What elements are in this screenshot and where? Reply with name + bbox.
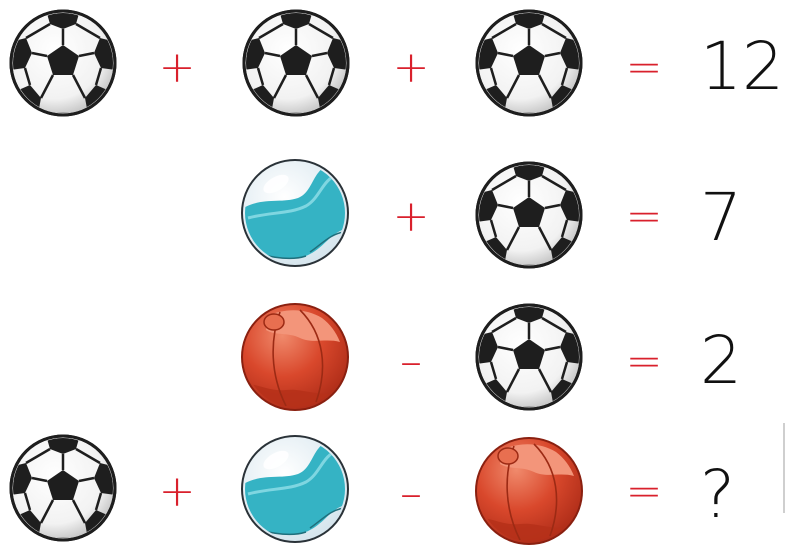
plus-operator: + — [392, 42, 430, 93]
edge-divider — [783, 423, 785, 513]
soccer-ball-icon — [474, 302, 584, 412]
result-value: 7 — [700, 179, 742, 256]
equals-sign: = — [625, 336, 663, 387]
minus-operator: – — [400, 468, 422, 519]
soccer-ball-icon — [241, 8, 351, 118]
soccer-ball-icon — [474, 8, 584, 118]
red-ball-icon — [474, 436, 584, 546]
unknown-result: ? — [700, 456, 736, 533]
glass-marble-icon — [240, 434, 350, 544]
plus-operator: + — [392, 191, 430, 242]
soccer-ball-icon — [8, 433, 118, 543]
plus-operator: + — [158, 466, 196, 517]
red-ball-icon — [240, 302, 350, 412]
result-value: 12 — [700, 28, 784, 105]
soccer-ball-icon — [8, 8, 118, 118]
soccer-ball-icon — [474, 160, 584, 270]
equals-sign: = — [625, 191, 663, 242]
glass-marble-icon — [240, 158, 350, 268]
result-value: 2 — [700, 322, 742, 399]
equals-sign: = — [625, 42, 663, 93]
equals-sign: = — [625, 466, 663, 517]
minus-operator: – — [400, 336, 422, 387]
plus-operator: + — [158, 42, 196, 93]
